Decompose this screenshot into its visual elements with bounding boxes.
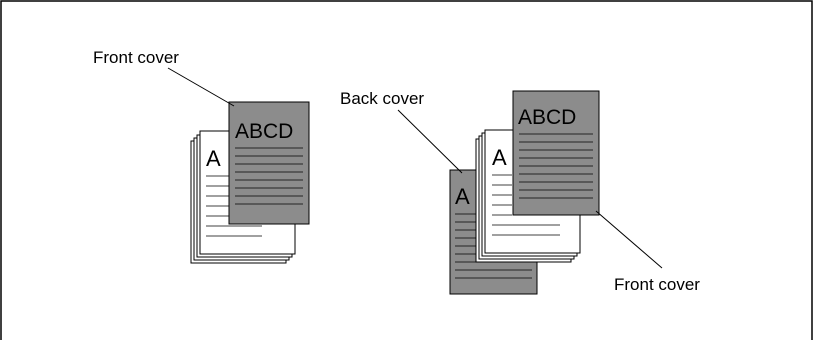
right-front-cover	[512, 90, 600, 216]
right-cover-title: ABCD	[518, 106, 576, 129]
left-cover-title: ABCD	[235, 120, 293, 143]
right-page-letter: A	[492, 145, 507, 170]
left-cover-lines	[235, 147, 303, 205]
right-back-cover-letter: A	[455, 184, 470, 209]
right-back-cover-label: Back cover	[340, 89, 424, 108]
right-page-lines	[492, 174, 560, 236]
right-example-front-and-back-cover: A A A	[340, 89, 700, 295]
left-front-cover-label: Front cover	[93, 48, 179, 67]
right-cover-lines	[519, 133, 593, 199]
left-example-front-cover-only: A ABCD Front cover	[93, 48, 310, 264]
left-front-cover-leader-line	[167, 67, 235, 107]
right-front-cover-label: Front cover	[614, 275, 700, 294]
right-back-cover-leader-line	[397, 109, 463, 174]
left-page-letter: A	[206, 146, 221, 171]
right-front-cover-leader-line	[595, 210, 663, 269]
